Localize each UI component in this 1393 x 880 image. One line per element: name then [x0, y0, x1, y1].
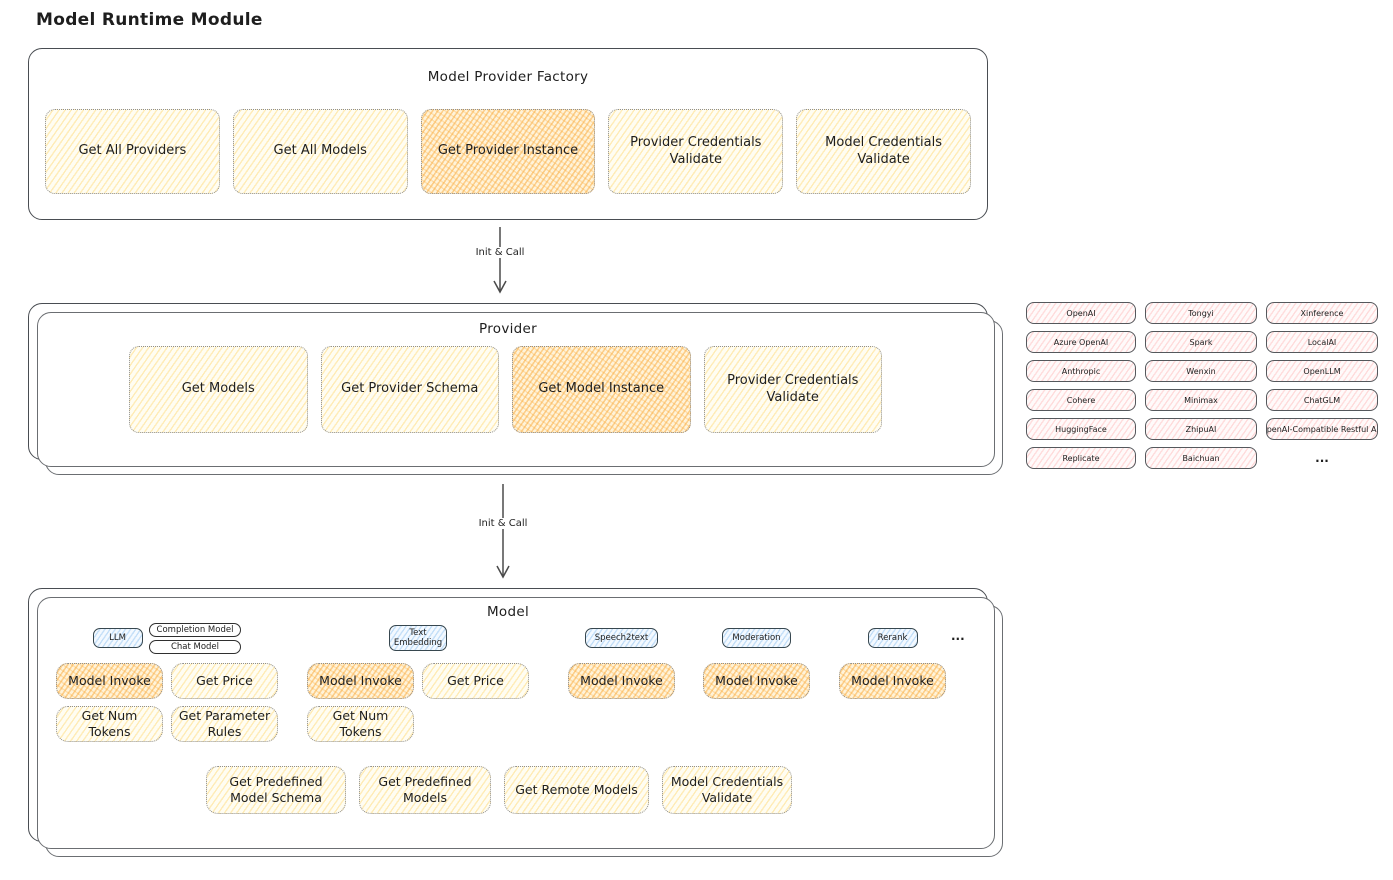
model-type-tag-rerank: Rerank — [867, 627, 918, 649]
model-box-title: Model — [486, 604, 530, 620]
provider-item-anthropic: Anthropic — [1026, 360, 1136, 382]
model-type-tag-moderation: Moderation — [722, 627, 791, 649]
provider-item-zhipuai: ZhipuAI — [1145, 418, 1257, 440]
group-buttons: Model Invoke — [568, 663, 675, 699]
get-num-tokens-node: Get Num Tokens — [56, 706, 163, 742]
model-invoke-node: Model Invoke — [56, 663, 163, 699]
model-type-tag-llm: LLM — [92, 627, 143, 649]
provider-item-minimax: Minimax — [1145, 389, 1257, 411]
provider-credentials-validate-node: Provider Credentials Validate — [703, 346, 882, 433]
provider-item-openai-compatible-restful-api: OpenAI-Compatible Restful API — [1266, 418, 1378, 440]
get-provider-schema-node: Get Provider Schema — [320, 346, 499, 433]
get-predefined-model-schema-node: Get Predefined Model Schema — [206, 766, 346, 814]
get-num-tokens-node: Get Num Tokens — [307, 706, 414, 742]
model-subtype-tag-chat-model: Chat Model — [148, 639, 242, 654]
model-bottom-buttons-row: Get Predefined Model Schema Get Predefine… — [206, 766, 792, 814]
arrow-factory-to-provider: Init & Call — [471, 225, 529, 297]
group-buttons: Model Invoke — [839, 663, 946, 699]
arrow-label: Init & Call — [474, 518, 532, 529]
get-provider-instance-node: Get Provider Instance — [420, 109, 596, 194]
arrow-label: Init & Call — [471, 247, 529, 258]
get-price-node: Get Price — [422, 663, 529, 699]
model-type-tag-speech2text: Speech2text — [584, 627, 659, 649]
provider-item-openai: OpenAI — [1026, 302, 1136, 324]
provider-item-chatglm: ChatGLM — [1266, 389, 1378, 411]
provider-item-replicate: Replicate — [1026, 447, 1136, 469]
get-remote-models-node: Get Remote Models — [504, 766, 649, 814]
provider-item-azure-openai: Azure OpenAI — [1026, 331, 1136, 353]
model-invoke-node: Model Invoke — [568, 663, 675, 699]
arrow-provider-to-model: Init & Call — [474, 482, 532, 582]
model-type-tags: Speech2text — [568, 619, 675, 657]
provider-item-xinference: Xinference — [1266, 302, 1378, 324]
model-credentials-validate-node: Model Credentials Validate — [662, 766, 792, 814]
provider-item-spark: Spark — [1145, 331, 1257, 353]
get-all-models-node: Get All Models — [232, 109, 408, 194]
provider-box-title: Provider — [479, 321, 537, 337]
provider-item-cohere: Cohere — [1026, 389, 1136, 411]
more-model-types-ellipsis: ... — [951, 629, 965, 643]
get-models-node: Get Models — [129, 346, 308, 433]
provider-item-tongyi: Tongyi — [1145, 302, 1257, 324]
model-subtype-tag-completion-model: Completion Model — [148, 622, 242, 637]
page-title: Model Runtime Module — [36, 10, 263, 30]
get-all-providers-node: Get All Providers — [45, 109, 220, 194]
factory-box: Model Provider Factory Get All Providers… — [28, 48, 988, 220]
model-invoke-node: Model Invoke — [839, 663, 946, 699]
get-price-node: Get Price — [171, 663, 278, 699]
get-model-instance-node: Get Model Instance — [512, 346, 691, 433]
provider-credentials-validate-node: Provider Credentials Validate — [608, 109, 784, 194]
provider-item-localai: LocalAI — [1266, 331, 1378, 353]
model-credentials-validate-node: Model Credentials Validate — [796, 109, 971, 194]
provider-item-baichuan: Baichuan — [1145, 447, 1257, 469]
model-type-tags: Text Embedding — [306, 619, 530, 657]
provider-item-huggingface: HuggingFace — [1026, 418, 1136, 440]
provider-item-wenxin: Wenxin — [1145, 360, 1257, 382]
model-type-tags: Moderation — [703, 619, 810, 657]
model-invoke-node: Model Invoke — [703, 663, 810, 699]
model-type-tags: Rerank — [839, 619, 946, 657]
more-providers-ellipsis: ... — [1315, 451, 1329, 465]
factory-box-title: Model Provider Factory — [427, 69, 589, 85]
arrow-down-icon — [496, 484, 510, 579]
provider-item-openllm: OpenLLM — [1266, 360, 1378, 382]
get-parameter-rules-node: Get Parameter Rules — [171, 706, 278, 742]
model-invoke-node: Model Invoke — [307, 663, 414, 699]
get-predefined-models-node: Get Predefined Models — [359, 766, 491, 814]
arrow-down-icon — [493, 227, 507, 294]
model-type-tag-text-embedding: Text Embedding — [389, 624, 447, 652]
group-buttons: Model Invoke — [703, 663, 810, 699]
